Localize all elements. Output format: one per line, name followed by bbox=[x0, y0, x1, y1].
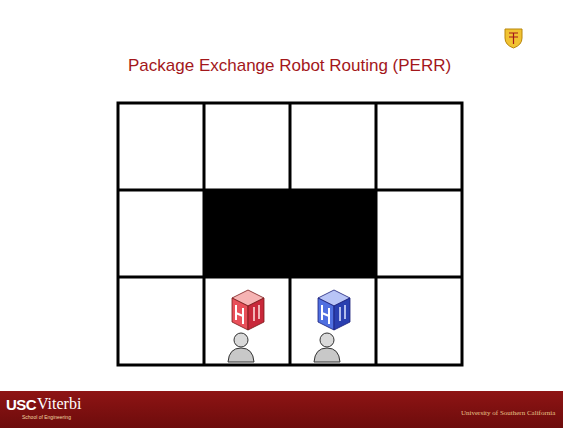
robot-red-package bbox=[228, 290, 264, 362]
slide-title: Package Exchange Robot Routing (PERR) bbox=[128, 57, 451, 74]
footer-bar bbox=[0, 391, 563, 428]
obstacle-cells bbox=[204, 190, 376, 277]
shield-logo bbox=[505, 29, 522, 48]
logo-subtext: School of Engineering bbox=[22, 415, 71, 420]
robot-blue-package bbox=[314, 290, 350, 362]
footer-text: University of Southern California bbox=[461, 410, 555, 417]
logo-text: Viterbi bbox=[37, 396, 81, 412]
grid bbox=[118, 103, 462, 365]
logo-text: USC bbox=[6, 397, 36, 412]
